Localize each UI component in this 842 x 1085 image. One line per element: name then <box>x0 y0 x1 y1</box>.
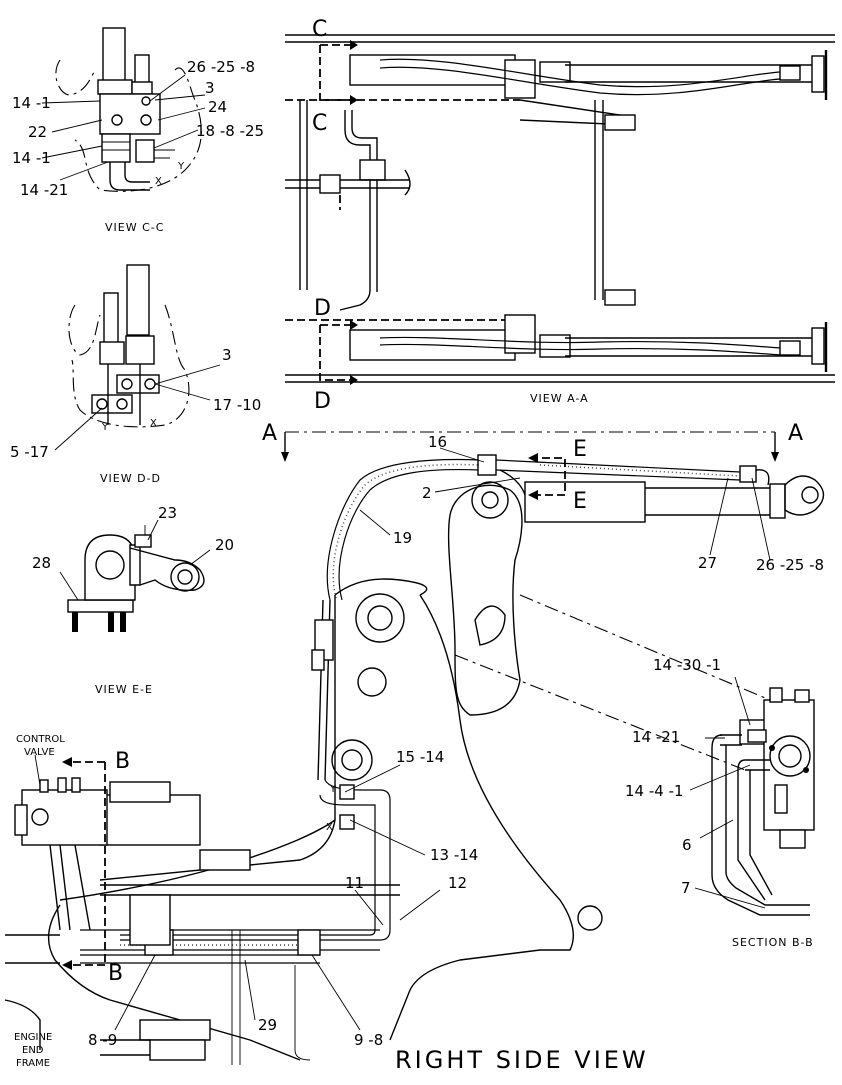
callout-dd-17-10: 17 -10 <box>213 396 261 414</box>
callout-rs-2: 2 <box>422 484 432 502</box>
engine-end-frame-label-line3: FRAME <box>16 1058 50 1069</box>
section-marker-e-bottom: E <box>573 489 587 514</box>
callout-cc-14-21: 14 -21 <box>20 181 68 199</box>
callout-bb-6: 6 <box>682 836 692 854</box>
view-aa-caption: VIEW A-A <box>530 392 589 405</box>
control-valve-label-line1: CONTROL <box>16 734 65 745</box>
callout-rs-19: 19 <box>393 529 412 547</box>
callout-rs-9-8: 9 -8 <box>354 1031 383 1049</box>
callout-rs-8-9: 8 -9 <box>88 1031 117 1049</box>
section-marker-a-right: A <box>788 421 803 446</box>
view-ee-detail <box>59 519 211 632</box>
callout-rs-15-14: 15 -14 <box>396 748 444 766</box>
port-y-marker-dd: Y <box>101 422 109 433</box>
callout-rs-12: 12 <box>448 874 467 892</box>
callout-cc-14-1-top: 14 -1 <box>12 94 51 112</box>
callout-rs-16: 16 <box>428 433 447 451</box>
view-aa-detail <box>285 34 835 385</box>
port-x-marker-rs: X <box>326 822 333 833</box>
callout-rs-27: 27 <box>698 554 717 572</box>
callout-dd-5-17: 5 -17 <box>10 443 49 461</box>
callout-rs-11: 11 <box>345 874 364 892</box>
callout-cc-3: 3 <box>205 79 215 97</box>
port-y-marker-cc: Y <box>177 161 185 172</box>
callout-rs-13-14: 13 -14 <box>430 846 478 864</box>
callout-ee-20: 20 <box>215 536 234 554</box>
drawing-title: RIGHT SIDE VIEW <box>395 1046 649 1074</box>
section-marker-d-top: D <box>314 296 331 321</box>
section-marker-e-top: E <box>573 437 587 462</box>
right-side-view <box>4 447 825 1065</box>
view-ee-caption: VIEW E-E <box>95 683 153 696</box>
view-dd-caption: VIEW D-D <box>100 472 161 485</box>
port-x-marker-dd: X <box>150 418 157 429</box>
view-cc-caption: VIEW C-C <box>105 221 164 234</box>
section-marker-a-left: A <box>262 421 277 446</box>
callout-cc-24: 24 <box>208 98 227 116</box>
callout-ee-28: 28 <box>32 554 51 572</box>
view-dd-detail <box>54 264 221 451</box>
callout-cc-26-25-8: 26 -25 -8 <box>187 58 255 76</box>
section-marker-d-bottom: D <box>314 389 331 414</box>
engine-end-frame-label-line2: END <box>22 1045 44 1056</box>
section-marker-c-bottom: C <box>312 111 327 136</box>
callout-bb-14-21: 14 -21 <box>632 728 680 746</box>
engine-end-frame-label-line1: ENGINE <box>14 1032 52 1043</box>
section-marker-b-bottom: B <box>108 961 123 986</box>
callout-ee-23: 23 <box>158 504 177 522</box>
section-bb-detail <box>689 676 815 916</box>
callout-rs-29: 29 <box>258 1016 277 1034</box>
control-valve-label-line2: VALVE <box>24 747 55 758</box>
callout-bb-14-4-1: 14 -4 -1 <box>625 782 684 800</box>
view-cc-detail <box>41 27 206 192</box>
callout-cc-14-1-bottom: 14 -1 <box>12 149 51 167</box>
port-y-marker-rs: Y <box>329 784 337 795</box>
callout-bb-7: 7 <box>681 879 691 897</box>
section-marker-b-top: B <box>115 749 130 774</box>
section-line-aa <box>281 431 779 462</box>
callout-dd-3: 3 <box>222 346 232 364</box>
callout-cc-18-8-25: 18 -8 -25 <box>196 122 264 140</box>
port-x-marker-cc: X <box>155 176 162 187</box>
callout-bb-14-30-1: 14 -30 -1 <box>653 656 721 674</box>
callout-cc-22: 22 <box>28 123 47 141</box>
section-bb-caption: SECTION B-B <box>732 936 814 949</box>
section-marker-c-top: C <box>312 17 327 42</box>
callout-rs-26-25-8: 26 -25 -8 <box>756 556 824 574</box>
